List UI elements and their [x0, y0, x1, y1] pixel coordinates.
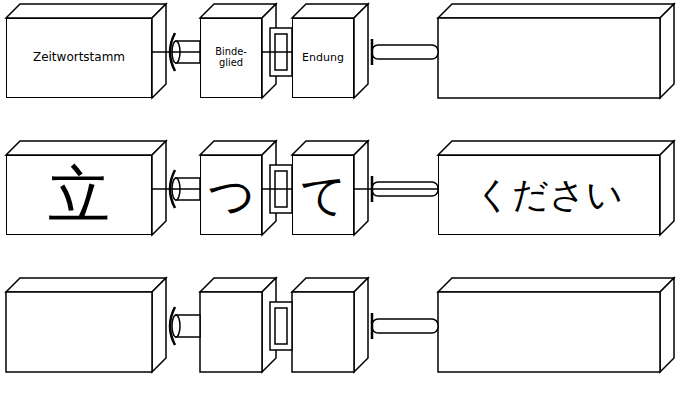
clip-inner — [275, 308, 287, 344]
box-label: Binde- glied — [201, 45, 261, 71]
box-top-face — [438, 278, 674, 292]
verb-part-box: ください — [438, 155, 660, 235]
plug-connector — [354, 188, 438, 190]
box-faces — [200, 278, 276, 372]
box-faces — [438, 141, 674, 235]
box-side-face — [660, 278, 674, 372]
empty-box-front — [292, 292, 354, 372]
pin-collar — [371, 313, 374, 339]
verb-part-box: て — [292, 155, 354, 235]
box-side-face — [152, 141, 166, 235]
empty-box-front — [438, 18, 660, 98]
box-faces — [6, 278, 166, 372]
empty-box-front — [200, 292, 262, 372]
plug-end — [172, 315, 180, 337]
box-faces — [6, 141, 166, 235]
box-side-face — [354, 141, 368, 235]
clip-outer — [270, 302, 292, 350]
box-faces — [200, 4, 276, 98]
plug-pin — [372, 39, 438, 65]
pin-collar — [371, 39, 374, 65]
verb-part-box: Zeitwortstamm — [6, 18, 152, 98]
plug-connector — [152, 51, 200, 53]
verb-part-box: Endung — [292, 18, 354, 98]
plug-socket — [170, 307, 200, 345]
box-faces — [292, 4, 368, 98]
plug-connector — [262, 188, 292, 190]
verb-part-box: Binde- glied — [200, 18, 262, 98]
box-label: 立 — [44, 159, 114, 231]
empty-box-front — [6, 292, 152, 372]
box-side-face — [354, 278, 368, 372]
plug-pin — [372, 313, 438, 339]
box-label: て — [296, 168, 351, 223]
box-label: ください — [471, 173, 627, 217]
box-faces — [6, 4, 166, 98]
box-side-face — [660, 141, 674, 235]
box-side-face — [660, 4, 674, 98]
box-label: Endung — [298, 50, 348, 66]
plug-clip — [270, 302, 292, 350]
box-top-face — [438, 141, 674, 155]
plug-connector — [262, 51, 292, 53]
plug-connector — [152, 188, 200, 190]
box-top-face — [6, 141, 166, 155]
verb-part-box: つ — [200, 155, 262, 235]
box-side-face — [152, 278, 166, 372]
box-side-face — [152, 4, 166, 98]
box-faces — [438, 4, 674, 98]
box-faces — [438, 278, 674, 372]
box-top-face — [6, 4, 166, 18]
box-label: Zeitwortstamm — [29, 49, 129, 66]
empty-box-front — [438, 292, 660, 372]
verb-part-box: 立 — [6, 155, 152, 235]
box-faces — [292, 278, 368, 372]
box-top-face — [438, 4, 674, 18]
box-side-face — [354, 4, 368, 98]
pin-shaft — [372, 45, 438, 59]
box-label: つ — [204, 168, 259, 223]
box-faces — [200, 141, 276, 235]
pin-shaft — [372, 319, 438, 333]
box-top-face — [6, 278, 166, 292]
box-faces — [292, 141, 368, 235]
